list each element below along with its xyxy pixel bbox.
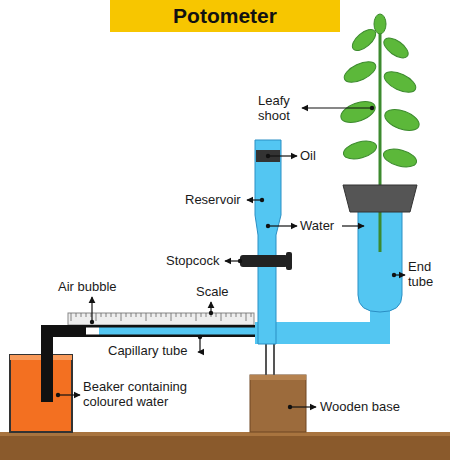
capillary-water [99,328,258,335]
stopcock-knob [286,252,292,270]
leader-dots [56,106,396,409]
scale-ruler [68,313,254,325]
part-label: Water [300,219,334,234]
air-bubble [86,328,99,335]
part-label: Oil [300,149,316,164]
support-rod [273,344,275,375]
ground [0,432,450,460]
support-rod [265,344,267,375]
pot-stopper [343,185,417,212]
reservoir [255,140,281,344]
title-band [110,0,340,32]
part-label: Leafy shoot [258,94,302,124]
base-top [250,375,306,380]
leaves [338,14,422,170]
leader-lines [58,108,405,407]
part-label: Air bubble [58,280,117,295]
part-label: Wooden base [320,400,400,415]
wooden-base [250,375,306,432]
part-label: Stopcock [166,254,219,269]
stem [379,30,382,252]
diagram-title: Potometer [110,0,340,32]
part-label: Capillary tube [108,344,188,359]
part-label: Beaker containing coloured water [83,380,201,410]
part-label: End tube [408,260,446,290]
stopcock [240,255,288,267]
part-label: Scale [196,285,229,300]
part-label: Reservoir [185,193,241,208]
